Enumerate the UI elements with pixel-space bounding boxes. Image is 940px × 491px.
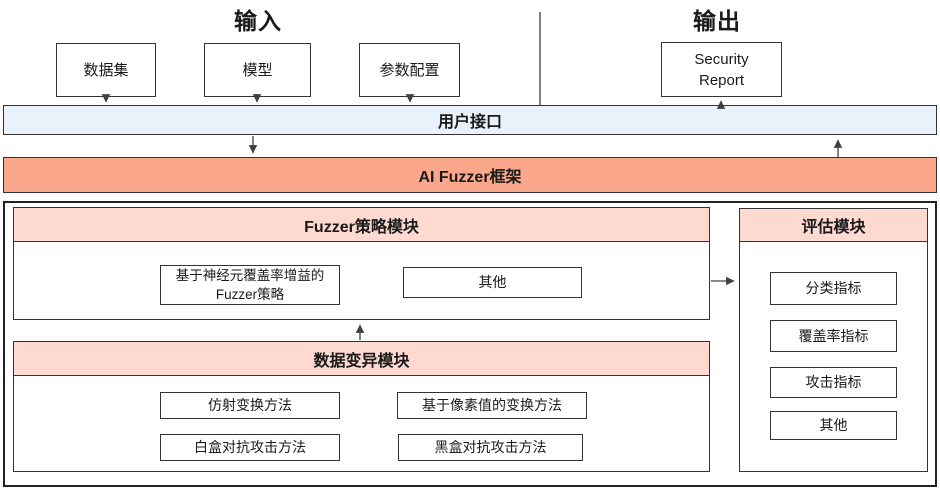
data-mutation-module-header: 数据变异模块	[14, 342, 709, 376]
data-mutation-module: 数据变异模块	[13, 341, 710, 472]
input-heading: 输入	[234, 8, 282, 34]
model-box: 模型	[204, 43, 311, 97]
security-report-box: Security Report	[661, 42, 782, 97]
classification-metrics-box: 分类指标	[770, 272, 897, 305]
evaluation-module-header: 评估模块	[740, 209, 927, 242]
data-mutation-module-title: 数据变异模块	[313, 352, 410, 370]
whitebox-attack-box: 白盒对抗攻击方法	[160, 434, 340, 461]
ai-fuzzer-framework-label: AI Fuzzer框架	[418, 169, 522, 186]
coverage-metrics-box: 覆盖率指标	[770, 320, 897, 352]
output-heading: 输出	[693, 8, 741, 34]
fuzzer-strategy-module: Fuzzer策略模块	[13, 207, 710, 320]
pixel-value-transform-box: 基于像素值的变换方法	[397, 392, 587, 419]
blackbox-attack-box: 黑盒对抗攻击方法	[398, 434, 583, 461]
evaluation-other-box: 其他	[770, 411, 897, 440]
ai-fuzzer-framework-bar: AI Fuzzer框架	[3, 157, 937, 193]
parameter-config-box: 参数配置	[359, 43, 460, 97]
affine-transform-box: 仿射变换方法	[160, 392, 340, 419]
user-interface-label: 用户接口	[437, 114, 502, 131]
user-interface-bar: 用户接口	[3, 105, 937, 135]
fuzzer-strategy-module-title: Fuzzer策略模块	[304, 218, 419, 236]
neuron-coverage-strategy-box: 基于神经元覆盖率增益的Fuzzer策略	[160, 265, 340, 305]
strategy-other-box: 其他	[403, 267, 582, 298]
fuzzer-strategy-module-header: Fuzzer策略模块	[14, 208, 709, 242]
evaluation-module-title: 评估模块	[801, 219, 866, 236]
dataset-box: 数据集	[56, 43, 156, 97]
attack-metrics-box: 攻击指标	[770, 367, 897, 398]
